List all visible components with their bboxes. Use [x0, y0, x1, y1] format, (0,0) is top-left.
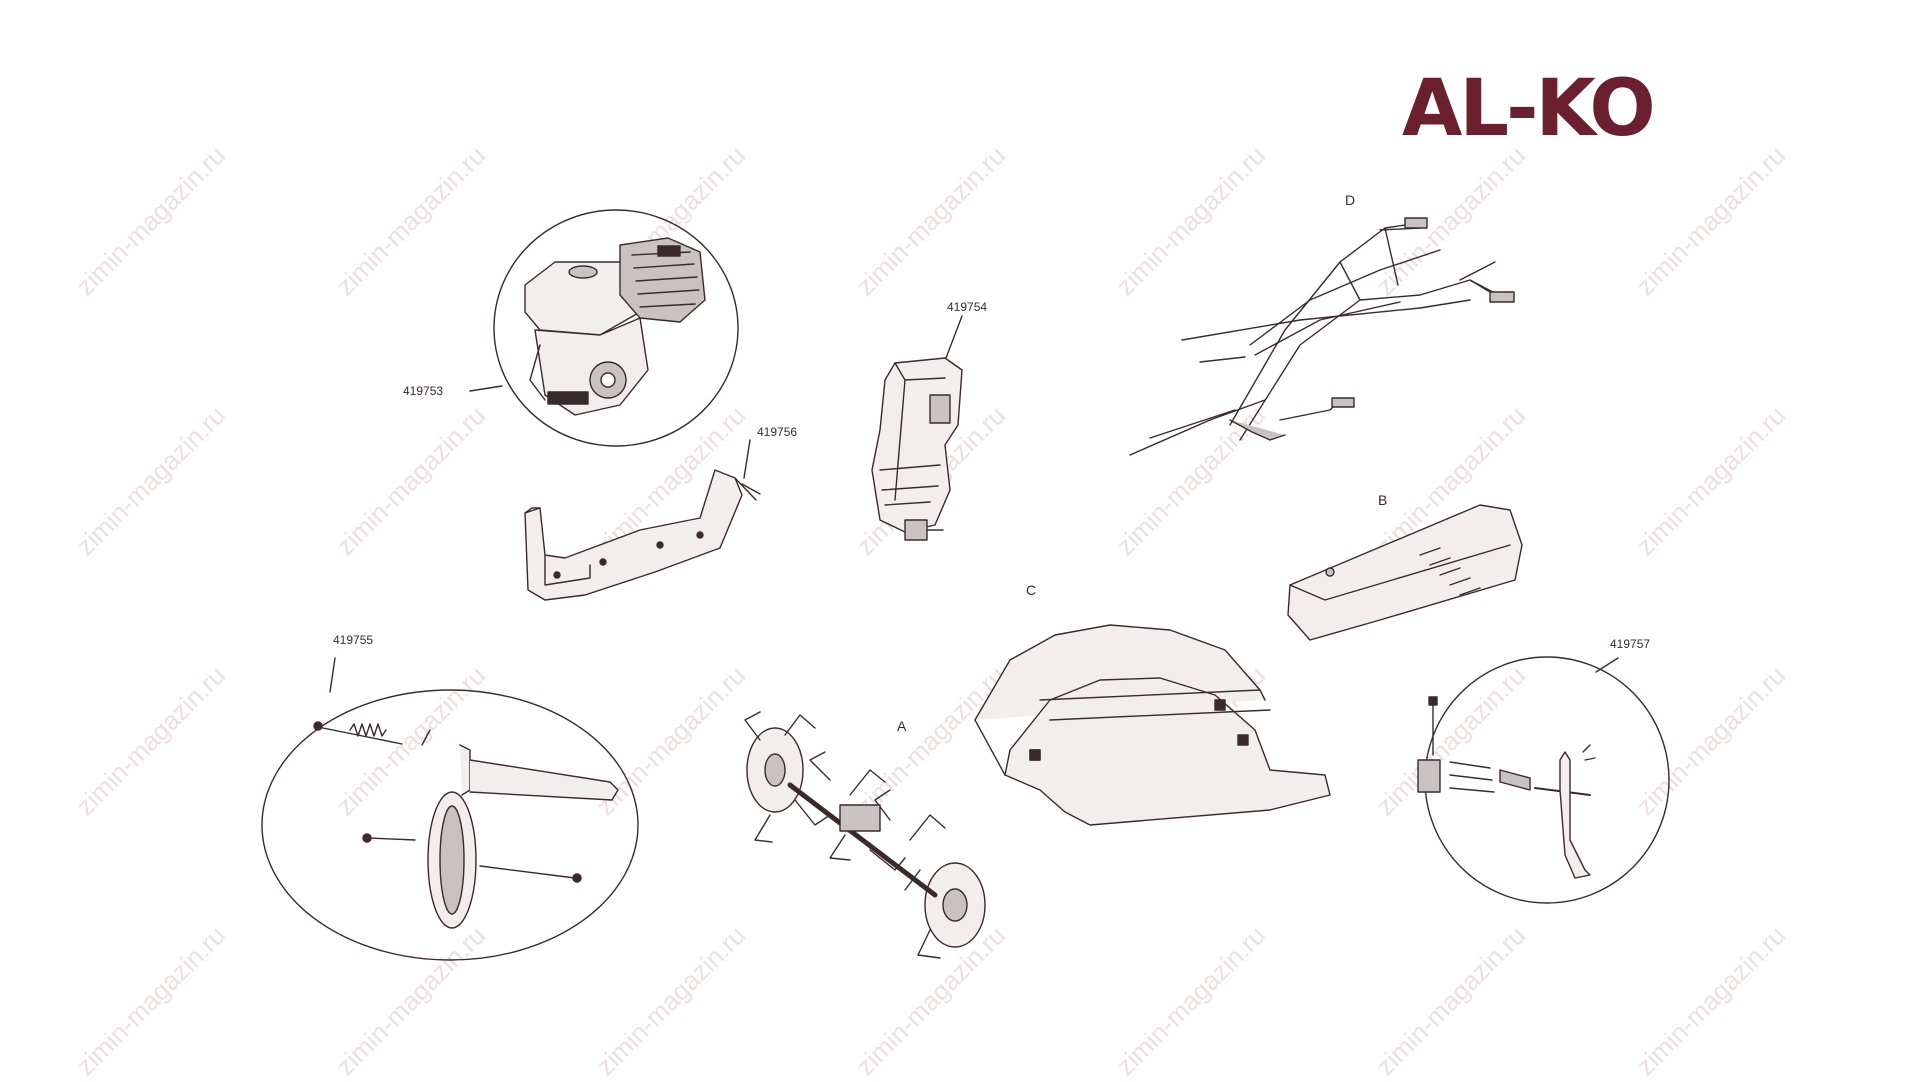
handlebar-tubes: [1229, 223, 1509, 441]
gearbox-ribs: [879, 464, 941, 506]
adjust-rod: [1279, 399, 1341, 421]
section-label-tiller: A: [897, 718, 907, 734]
depth-rod-detail-circle: [1424, 656, 1670, 904]
output-shaft: [904, 519, 928, 541]
engine-mount: [547, 391, 589, 405]
fender-clamp: [1214, 699, 1226, 711]
depth-rod-assembly: [1417, 656, 1670, 904]
wheel-bracket: [469, 759, 619, 801]
top-cover: [1287, 504, 1523, 641]
handlebar-rails: [1249, 249, 1441, 356]
handlebar-base: [1229, 419, 1286, 441]
gearbox-cover: [929, 394, 951, 424]
gearbox-leader-line: [945, 315, 963, 359]
grip-left: [1404, 217, 1428, 229]
adjust-knob: [1331, 397, 1355, 408]
cover-body: [1287, 504, 1523, 641]
frame-bracket: [544, 554, 591, 586]
part-label-wheel: 419755: [333, 633, 374, 647]
wheel-rim: [439, 805, 465, 915]
depth-rod-leader-line: [1595, 657, 1619, 673]
handle-pin: [1199, 356, 1246, 363]
spark-plug: [657, 245, 681, 257]
axle-bolt: [479, 865, 576, 879]
frame-plate: [524, 507, 721, 601]
transport-wheel-assembly: [261, 657, 639, 961]
depth-rod-blade: [1559, 751, 1591, 879]
engine-detail-circle: [493, 209, 739, 447]
gearbox-assembly: [871, 315, 963, 541]
handle-grips: [1379, 219, 1511, 299]
cylinder-head: [619, 237, 706, 323]
part-label-depth-rod: 419757: [1610, 637, 1651, 651]
part-label-frame: 419756: [757, 425, 798, 439]
wheel-fork: [459, 744, 471, 796]
handlebar-assembly: [1129, 217, 1515, 456]
wheel-leader-line: [329, 657, 336, 693]
part-label-gearbox: 419754: [947, 300, 988, 314]
tiller-tines: [744, 711, 946, 959]
tiller-hub: [839, 804, 881, 832]
engine-base: [529, 344, 546, 401]
engine-frame: [524, 439, 761, 601]
control-cables: [1129, 399, 1266, 456]
throttle-cable: [1181, 299, 1471, 341]
cover-slots: [1419, 547, 1481, 596]
clutch-lever: [1459, 261, 1496, 281]
wheel-detail-ellipse: [261, 689, 639, 961]
cover-edge: [1289, 544, 1511, 601]
frame-bolts: [734, 477, 761, 501]
tiller-shaft: [787, 782, 938, 898]
fender-assembly: [974, 624, 1331, 826]
hitch-pins: [1449, 761, 1495, 793]
axle-pin: [367, 837, 416, 841]
fuel-cap: [568, 265, 598, 279]
frame-leader-line: [743, 439, 751, 479]
engine-assembly: [469, 209, 739, 447]
section-label-handlebar: D: [1345, 192, 1356, 208]
engine-leader-line: [469, 385, 503, 392]
wheel-clip: [421, 729, 431, 746]
section-label-fender: C: [1026, 582, 1037, 598]
section-label-cover: B: [1378, 492, 1388, 508]
gearbox-housing: [871, 357, 963, 533]
tiller-assembly: [744, 711, 986, 959]
fender-ribs: [1039, 689, 1271, 721]
grip-right: [1489, 291, 1515, 303]
fender-clamp: [1237, 734, 1249, 746]
hitch-bracket: [1417, 759, 1441, 793]
brand-logo: AL-KO: [1402, 64, 1656, 154]
part-label-engine: 419753: [403, 384, 444, 398]
hitch-clamp: [1499, 769, 1531, 791]
gearbox-edges: [894, 362, 946, 501]
spring-rod: [317, 726, 403, 745]
fender-right-arc: [1004, 677, 1331, 826]
wheel-spring: [349, 723, 387, 737]
